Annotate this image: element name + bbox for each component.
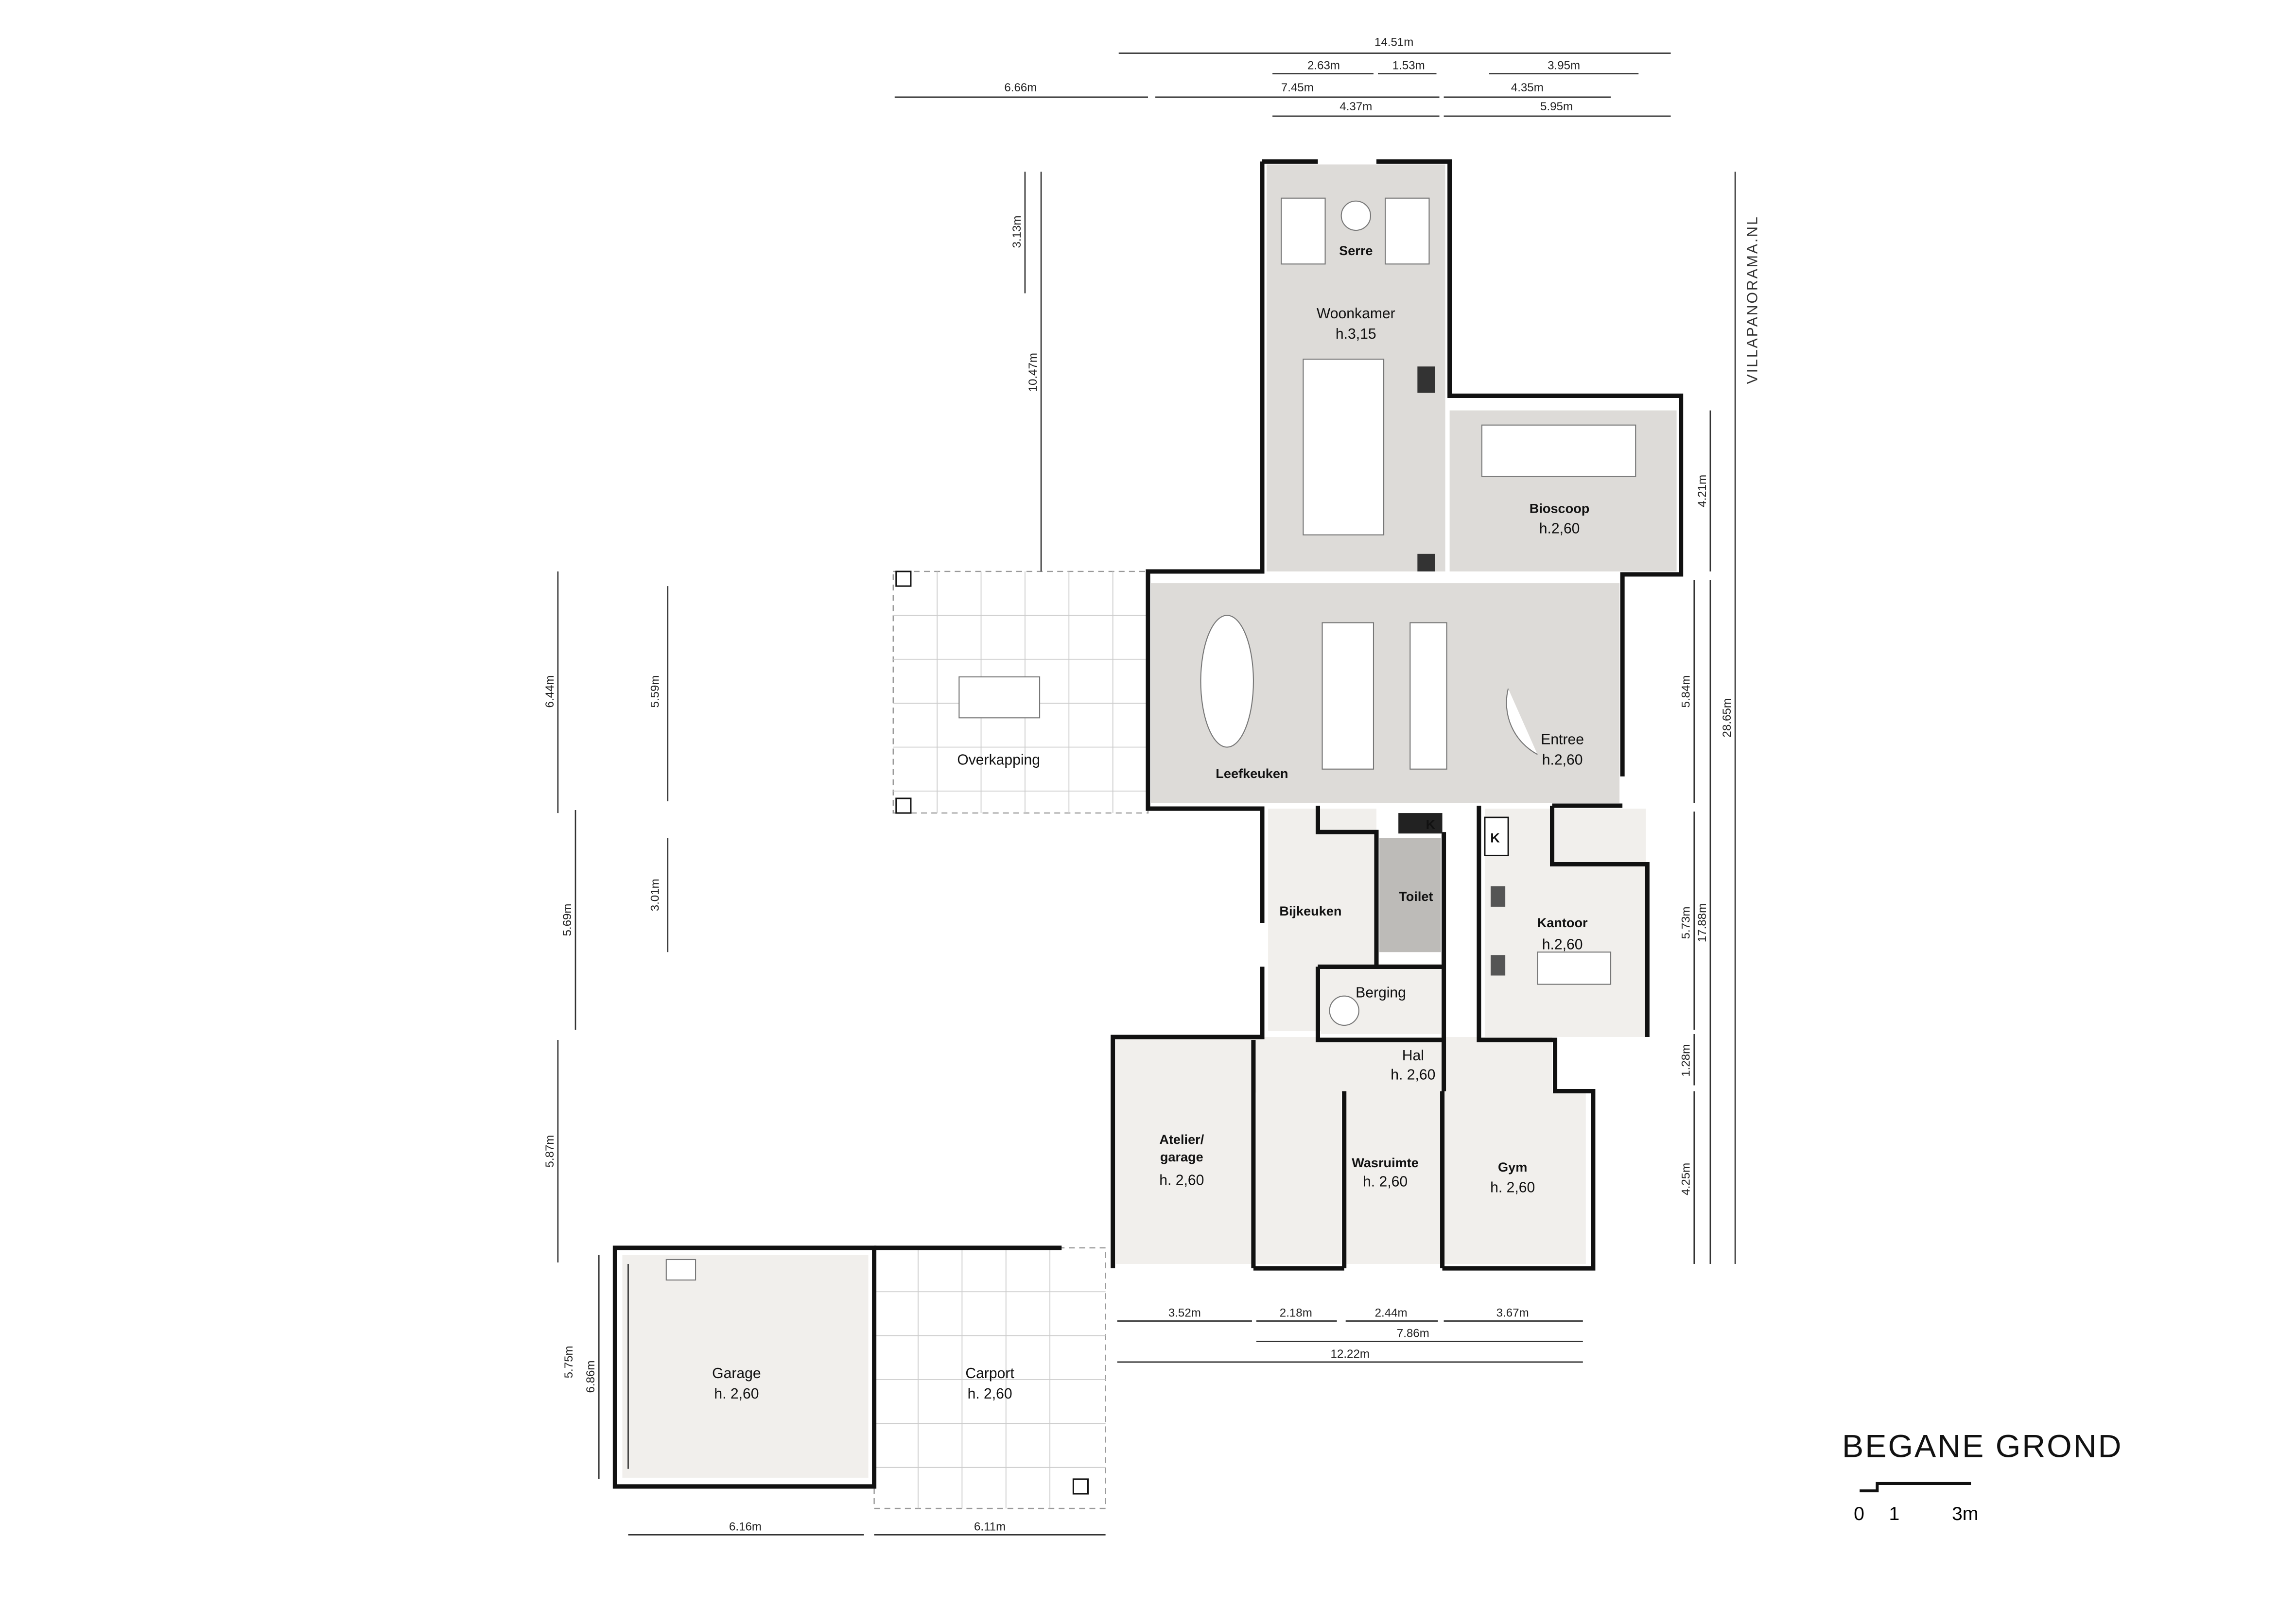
label-overkapping: Overkapping xyxy=(957,752,1040,768)
dimensions-bottom: 3.52m 2.18m 2.44m 3.67m 7.86m 12.22m 6.1… xyxy=(628,1306,1583,1536)
svg-text:1.28m: 1.28m xyxy=(1680,1044,1693,1077)
svg-text:3.67m: 3.67m xyxy=(1496,1306,1529,1319)
svg-text:1.53m: 1.53m xyxy=(1392,59,1425,72)
svg-text:5.69m: 5.69m xyxy=(561,904,574,936)
svg-text:0: 0 xyxy=(1854,1503,1864,1524)
label-wasruimte-height: h. 2,60 xyxy=(1363,1174,1408,1190)
svg-text:1: 1 xyxy=(1889,1503,1899,1524)
svg-text:5.75m: 5.75m xyxy=(562,1346,575,1378)
label-woonkamer-height: h.3,15 xyxy=(1336,326,1376,342)
overkapping-area xyxy=(892,570,1149,814)
label-garage: Garage xyxy=(712,1365,761,1382)
carport-area xyxy=(873,1247,1106,1509)
label-serre: Serre xyxy=(1339,243,1373,258)
label-atelier-height: h. 2,60 xyxy=(1159,1172,1204,1188)
svg-text:4.21m: 4.21m xyxy=(1696,475,1709,507)
svg-text:4.37m: 4.37m xyxy=(1339,100,1372,113)
svg-text:5.59m: 5.59m xyxy=(649,675,662,708)
svg-text:2.44m: 2.44m xyxy=(1375,1306,1408,1319)
label-bijkeuken: Bijkeuken xyxy=(1279,903,1341,918)
label-entree: Entree xyxy=(1541,731,1584,747)
label-atelier: Atelier/ xyxy=(1159,1132,1204,1147)
watermark: VILLAPANORAMA.NL xyxy=(1744,215,1760,384)
label-gym-height: h. 2,60 xyxy=(1490,1179,1535,1195)
label-meter-cupboard-2: K xyxy=(1490,830,1500,845)
svg-text:4.35m: 4.35m xyxy=(1511,81,1544,94)
svg-text:5.73m: 5.73m xyxy=(1680,907,1693,939)
svg-text:5.87m: 5.87m xyxy=(543,1135,557,1168)
svg-text:17.88m: 17.88m xyxy=(1696,903,1709,942)
dimensions-top: 14.51m 2.63m 1.53m 3.95m 6.66m 7.45m 4.3… xyxy=(894,35,1671,117)
toilet-floor xyxy=(1379,838,1441,952)
label-hal: Hal xyxy=(1402,1048,1424,1064)
svg-text:6.66m: 6.66m xyxy=(1004,81,1037,94)
dimensions-right: 4.21m 5.84m 5.73m 1.28m 4.25m 17.88m 28.… xyxy=(1680,172,1736,1264)
svg-text:5.95m: 5.95m xyxy=(1540,100,1573,113)
label-woonkamer: Woonkamer xyxy=(1317,306,1395,322)
svg-text:28.65m: 28.65m xyxy=(1721,698,1734,737)
kantoor-floor xyxy=(1484,809,1646,1037)
plan-title: BEGANE GROND xyxy=(1842,1429,2122,1465)
label-toilet: Toilet xyxy=(1399,889,1433,904)
svg-text:2.63m: 2.63m xyxy=(1307,59,1340,72)
svg-text:6.16m: 6.16m xyxy=(729,1520,762,1533)
label-garage-height: h. 2,60 xyxy=(714,1386,759,1402)
svg-text:3.52m: 3.52m xyxy=(1168,1306,1201,1319)
svg-text:14.51m: 14.51m xyxy=(1374,35,1413,49)
svg-text:7.45m: 7.45m xyxy=(1281,81,1314,94)
label-gym: Gym xyxy=(1498,1159,1527,1175)
atelier-floor xyxy=(1115,1040,1253,1264)
dimensions-left: 3.13m 10.47m 6.44m 5.59m 5.69m 3.01m 5.8… xyxy=(543,172,1042,1479)
label-berging: Berging xyxy=(1356,985,1406,1001)
svg-text:3m: 3m xyxy=(1952,1503,1978,1524)
svg-text:6.86m: 6.86m xyxy=(584,1361,597,1393)
svg-text:3.13m: 3.13m xyxy=(1010,216,1024,248)
label-kantoor-height: h.2,60 xyxy=(1542,936,1583,952)
svg-text:3.95m: 3.95m xyxy=(1548,59,1580,72)
svg-text:2.18m: 2.18m xyxy=(1280,1306,1312,1319)
scale-bar: 0 1 3m xyxy=(1854,1482,1978,1524)
svg-text:4.25m: 4.25m xyxy=(1680,1163,1693,1195)
walls xyxy=(612,159,1684,1489)
svg-text:5.84m: 5.84m xyxy=(1680,675,1693,708)
svg-text:3.01m: 3.01m xyxy=(649,879,662,911)
svg-text:7.86m: 7.86m xyxy=(1397,1327,1429,1340)
label-carport: Carport xyxy=(965,1365,1014,1382)
svg-text:12.22m: 12.22m xyxy=(1331,1348,1370,1361)
label-meter-cupboard: K xyxy=(1426,817,1436,832)
label-leefkeuken: Leefkeuken xyxy=(1216,766,1288,781)
label-hal-height: h. 2,60 xyxy=(1391,1067,1435,1083)
label-kantoor: Kantoor xyxy=(1537,915,1588,930)
svg-text:10.47m: 10.47m xyxy=(1026,353,1040,392)
garage-floor xyxy=(622,1255,869,1478)
furniture xyxy=(665,197,1636,1281)
label-bioscoop: Bioscoop xyxy=(1530,501,1590,516)
label-carport-height: h. 2,60 xyxy=(968,1386,1012,1402)
label-bioscoop-height: h.2,60 xyxy=(1539,521,1580,537)
svg-text:6.44m: 6.44m xyxy=(543,675,557,708)
label-atelier-2: garage xyxy=(1160,1149,1203,1164)
room-labels: Serre Woonkamer h.3,15 Bioscoop h.2,60 L… xyxy=(712,243,1589,1402)
dining-table-outdoor xyxy=(958,676,1041,719)
gym-floor xyxy=(1444,1092,1586,1264)
svg-text:6.11m: 6.11m xyxy=(974,1520,1006,1533)
wasruimte-floor xyxy=(1344,1092,1441,1264)
label-wasruimte: Wasruimte xyxy=(1352,1155,1419,1170)
hal-corridor-floor xyxy=(1256,1091,1341,1264)
label-entree-height: h.2,60 xyxy=(1542,752,1583,768)
